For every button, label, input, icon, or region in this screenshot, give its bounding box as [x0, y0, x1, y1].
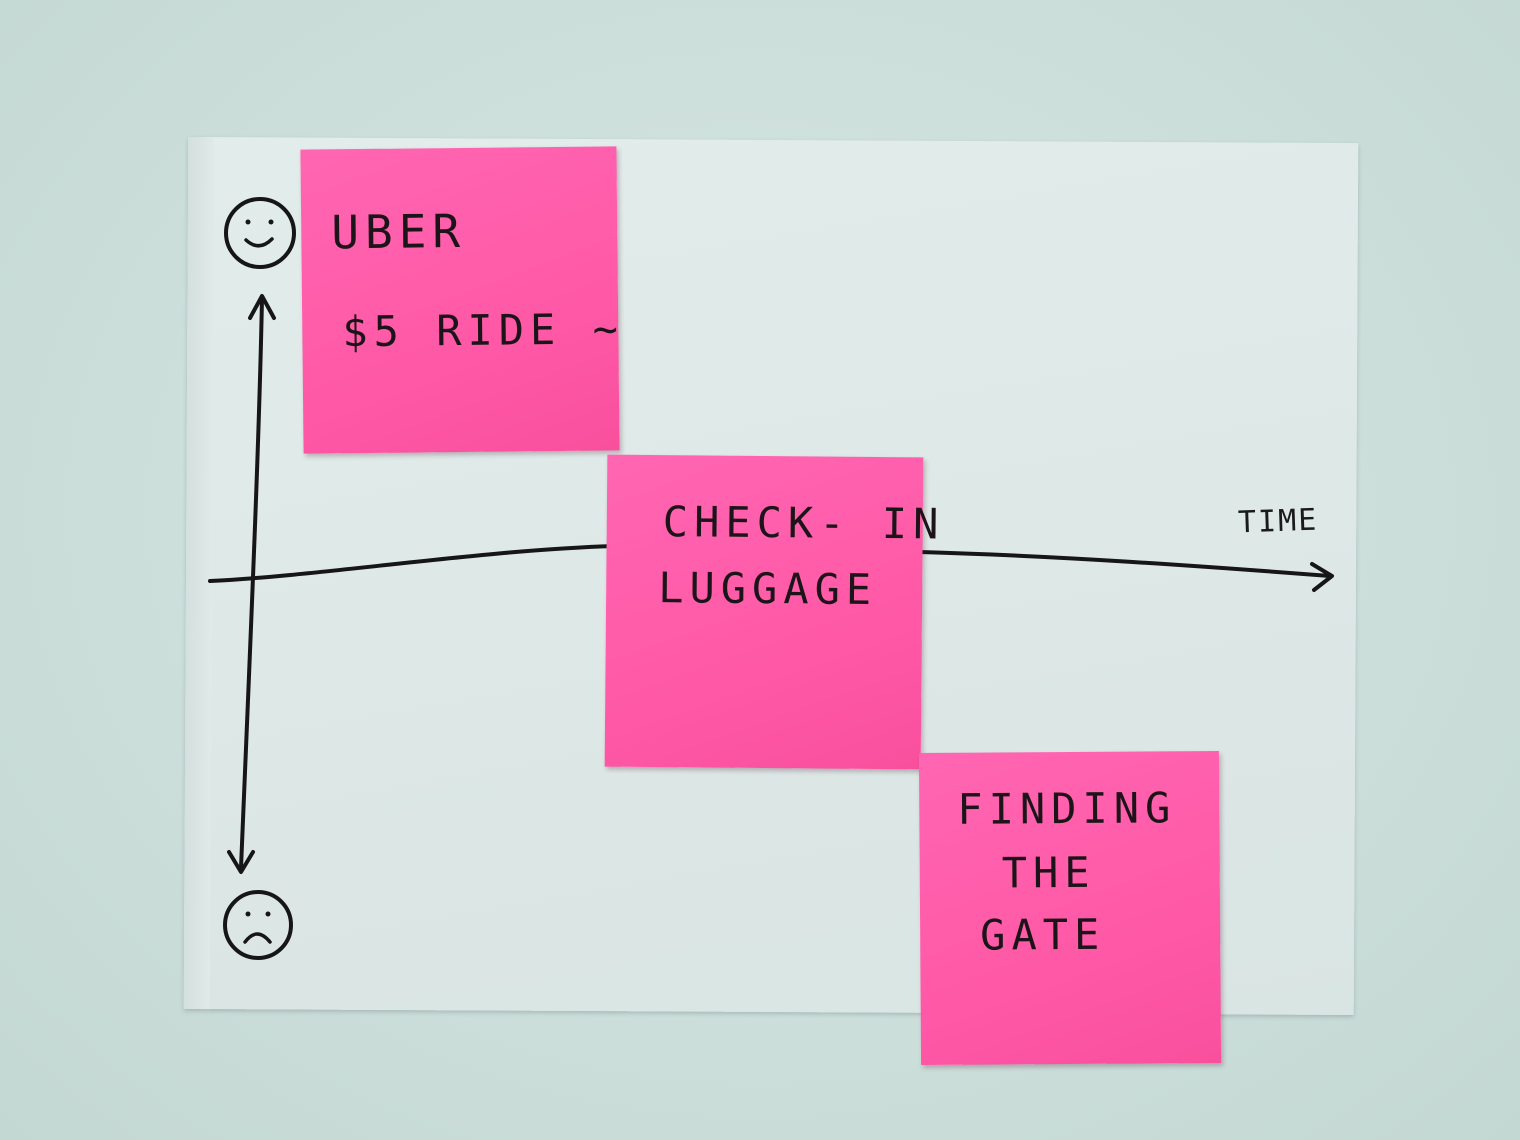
time-axis-line [208, 544, 1332, 583]
vertical-axis-arrow-down [227, 850, 255, 874]
sticky-note-line: LUGGAGE [657, 563, 878, 614]
smiley-face-icon [224, 197, 296, 269]
frowny-face-icon [223, 890, 293, 960]
sticky-note-check-in-luggage[interactable]: CHECK- IN LUGGAGE [604, 454, 945, 770]
vertical-axis-line [239, 296, 264, 870]
sticky-note-line: GATE [980, 909, 1106, 960]
sticky-note-finding-the-gate[interactable]: FINDING THE GATE [918, 750, 1222, 1066]
sticky-note-line: $5 RIDE ~ [342, 304, 625, 357]
time-axis-arrow [1310, 562, 1334, 592]
sticky-note-line: CHECK- IN [662, 497, 945, 549]
sticky-note-uber-ride[interactable]: UBER $5 RIDE ~ [300, 146, 624, 454]
sticky-note-line: THE [1001, 847, 1096, 898]
vertical-axis-arrow-up [248, 294, 276, 320]
sticky-note-line: FINDING [957, 783, 1177, 834]
sticky-note-line: UBER [331, 203, 467, 260]
time-axis-label: TIME [1237, 502, 1319, 541]
